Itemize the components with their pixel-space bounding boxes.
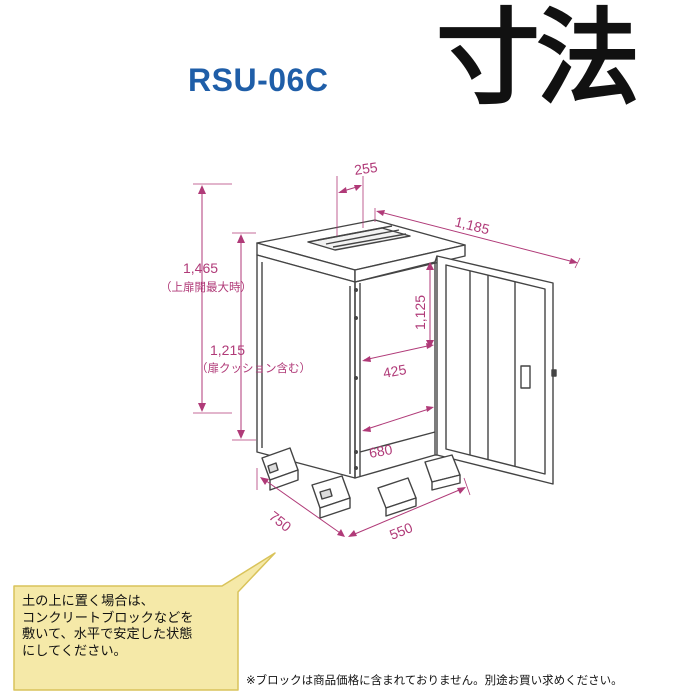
storage-unit-drawing [256, 219, 557, 519]
dim-height-max-open-note: （上扉開最大時） [160, 280, 252, 294]
footnote: ※ブロックは商品価格に含まれておりません。別途お買い求めください。 [246, 673, 623, 687]
note-line: 土の上に置く場合は、 [22, 594, 154, 609]
dim-door-opening-height: 1,125 [412, 295, 428, 330]
dim-inner-depth: 680 [368, 441, 394, 461]
dim-height-body-note: （扉クッション含む） [196, 361, 311, 375]
note-line: にしてください。 [22, 643, 127, 659]
dim-height-max-open: 1,465 [183, 260, 218, 276]
dimension-arrowheads [198, 185, 578, 537]
note-line: コンクリートブロックなどを [22, 610, 194, 626]
note-line: 敷いて、水平で安定した状態 [22, 627, 193, 642]
dim-base-depth: 750 [266, 508, 294, 535]
dimension-lines [193, 176, 581, 537]
note-callout-bubble [13, 552, 276, 691]
dim-height-body: 1,215 [210, 342, 245, 358]
dim-door-opening-width: 425 [382, 361, 408, 381]
dim-base-width: 550 [387, 519, 415, 543]
dim-top-vent-width: 255 [353, 159, 379, 178]
dim-total-depth-open: 1,185 [453, 213, 491, 237]
roof-right-edge [354, 244, 466, 283]
concrete-blocks [261, 447, 461, 519]
model-title: RSU-06C [188, 62, 329, 98]
page-heading: 寸法 [436, 0, 640, 119]
note-text: 土の上に置く場合は、 コンクリートブロックなどを 敷いて、水平で安定した状態 に… [22, 594, 232, 660]
